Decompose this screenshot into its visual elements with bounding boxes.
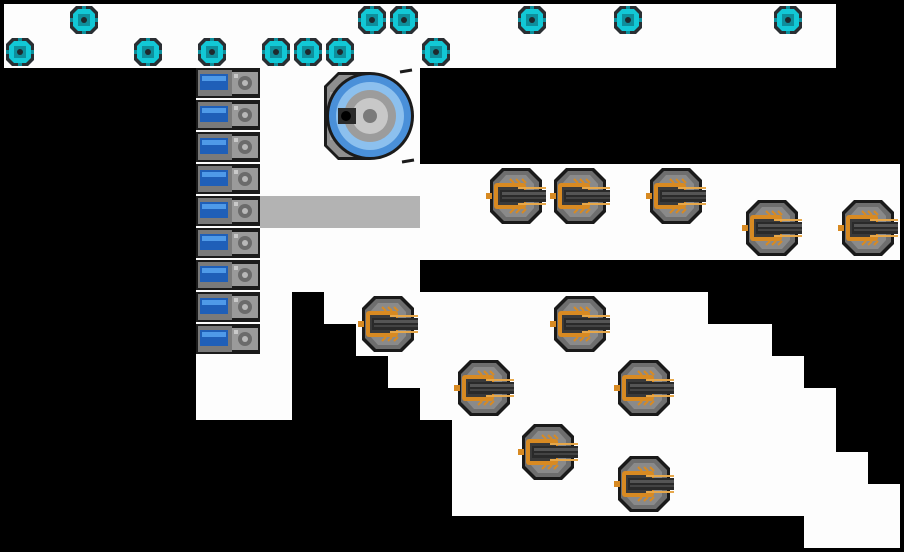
conveyor-strip [260, 196, 420, 228]
battery-layer [196, 68, 260, 354]
reactor-dome-icon[interactable] [324, 68, 415, 164]
orange-turret-icon[interactable] [741, 199, 803, 257]
cyan-chip-icon[interactable] [6, 38, 34, 66]
cyan-chip-icon[interactable] [358, 6, 386, 34]
blue-battery-icon [196, 100, 260, 130]
blue-battery-icon [196, 228, 260, 258]
orange-turret-icon[interactable] [549, 295, 611, 353]
blue-battery-icon [196, 324, 260, 354]
blue-battery-icon [196, 68, 260, 98]
cyan-chip-icon[interactable] [198, 38, 226, 66]
cyan-chip-icon[interactable] [294, 38, 322, 66]
orange-turret-icon[interactable] [357, 295, 419, 353]
orange-turret-icon[interactable] [837, 199, 899, 257]
blue-battery-icon [196, 132, 260, 162]
cyan-chip-icon[interactable] [326, 38, 354, 66]
orange-turret-icon[interactable] [613, 359, 675, 417]
blue-battery-icon [196, 196, 260, 226]
floor-layer [4, 4, 900, 552]
blue-battery-icon [196, 260, 260, 290]
cyan-chip-icon[interactable] [70, 6, 98, 34]
cyan-chip-icon[interactable] [422, 38, 450, 66]
cyan-chip-icon[interactable] [518, 6, 546, 34]
cyan-chip-icon[interactable] [774, 6, 802, 34]
orange-turret-icon[interactable] [517, 423, 579, 481]
cyan-chip-icon[interactable] [134, 38, 162, 66]
orange-turret-icon[interactable] [549, 167, 611, 225]
cyan-chip-icon[interactable] [390, 6, 418, 34]
orange-turret-icon[interactable] [645, 167, 707, 225]
blue-battery-icon [196, 292, 260, 322]
cyan-chip-icon[interactable] [262, 38, 290, 66]
blue-battery-icon [196, 164, 260, 194]
orange-turret-icon[interactable] [485, 167, 547, 225]
orange-turret-icon[interactable] [453, 359, 515, 417]
orange-turret-icon[interactable] [613, 455, 675, 513]
cyan-chip-icon[interactable] [614, 6, 642, 34]
